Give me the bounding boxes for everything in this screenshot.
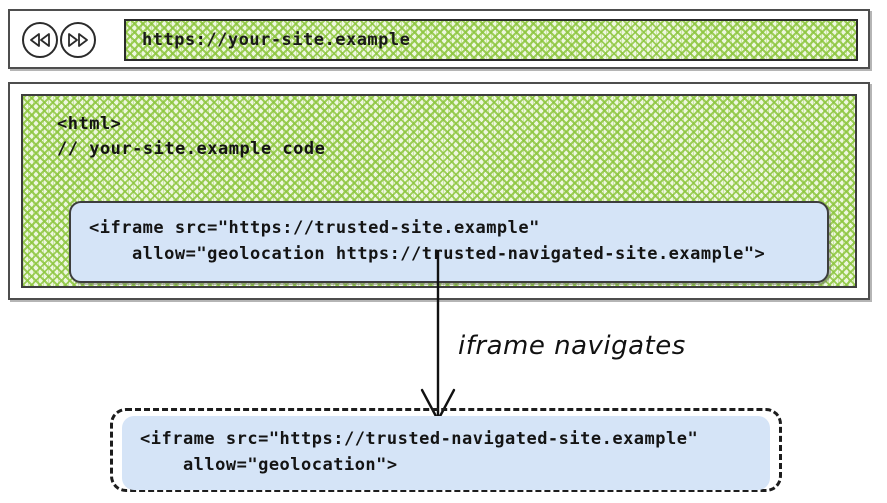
url-bar[interactable]: https://your-site.example bbox=[124, 19, 858, 61]
rewind-icon bbox=[30, 33, 50, 47]
code-line-html: <html> bbox=[57, 114, 122, 134]
forward-button[interactable] bbox=[60, 22, 96, 58]
navigated-iframe-allow-line: allow="geolocation"> bbox=[140, 455, 398, 475]
embedded-iframe-allow-line: allow="geolocation https://trusted-navig… bbox=[89, 244, 766, 264]
navigated-iframe-src-line: <iframe src="https://trusted-navigated-s… bbox=[140, 429, 699, 449]
back-button[interactable] bbox=[22, 22, 58, 58]
url-text: https://your-site.example bbox=[142, 30, 411, 50]
embedded-iframe-src-line: <iframe src="https://trusted-site.exampl… bbox=[89, 218, 540, 238]
navigation-buttons bbox=[22, 22, 96, 58]
browser-chrome: https://your-site.example bbox=[8, 9, 870, 69]
embedded-iframe-box: <iframe src="https://trusted-site.exampl… bbox=[69, 201, 829, 283]
annotation-label: iframe navigates bbox=[458, 331, 686, 361]
navigated-result-outline bbox=[110, 408, 782, 492]
code-line-comment: // your-site.example code bbox=[57, 139, 326, 159]
navigated-iframe-box: <iframe src="https://trusted-navigated-s… bbox=[122, 416, 770, 490]
fast-forward-icon bbox=[68, 33, 88, 47]
